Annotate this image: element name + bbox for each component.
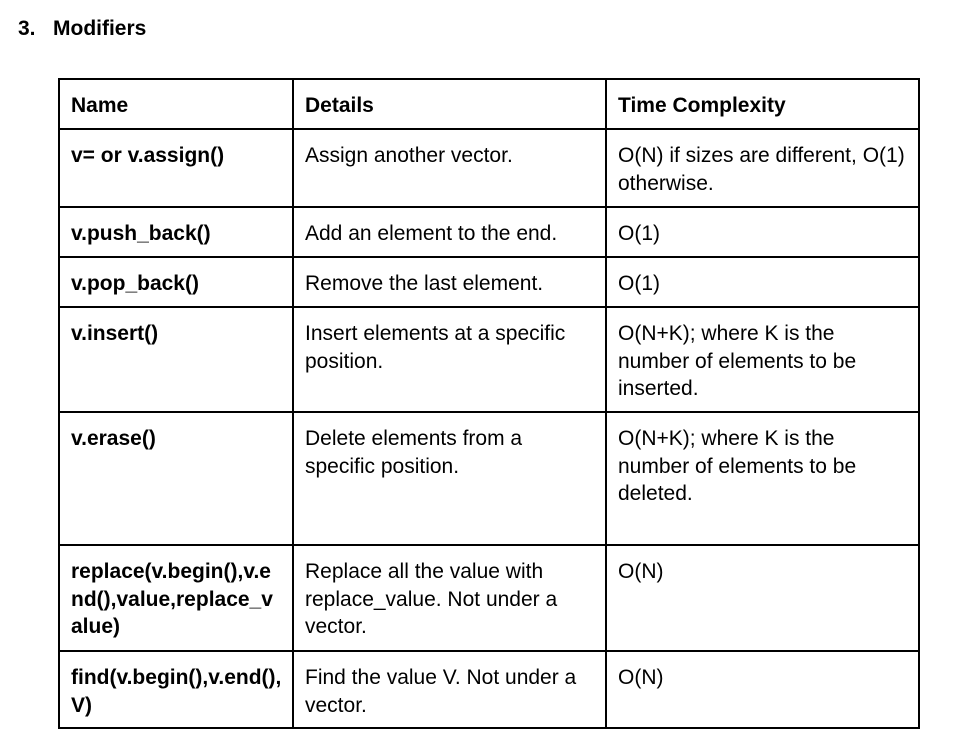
complexity-cell: O(N) [605, 544, 920, 652]
table-row: v.push_back() Add an element to the end.… [58, 206, 920, 258]
complexity-cell: O(1) [605, 206, 920, 258]
table-row: find(v.begin(),v.end(),V) Find the value… [58, 650, 920, 729]
name-cell: v.push_back() [58, 206, 294, 258]
complexity-cell: O(1) [605, 256, 920, 308]
header-details: Details [292, 78, 607, 130]
header-time-complexity: Time Complexity [605, 78, 920, 130]
name-cell: v= or v.assign() [58, 128, 294, 208]
complexity-cell: O(N+K); where K is the number of element… [605, 411, 920, 546]
table-row: v.erase() Delete elements from a specifi… [58, 411, 920, 546]
name-cell: v.pop_back() [58, 256, 294, 308]
section-heading: 3. Modifiers [18, 17, 146, 41]
name-cell: replace(v.begin(),v.end(),value,replace_… [58, 544, 294, 652]
details-cell: Remove the last element. [292, 256, 607, 308]
section-number: 3. [18, 17, 36, 40]
table-header-row: Name Details Time Complexity [58, 78, 920, 130]
details-cell: Replace all the value with replace_value… [292, 544, 607, 652]
details-cell: Insert elements at a specific position. [292, 306, 607, 413]
details-cell: Delete elements from a specific position… [292, 411, 607, 546]
header-name: Name [58, 78, 294, 130]
details-cell: Assign another vector. [292, 128, 607, 208]
name-cell: v.insert() [58, 306, 294, 413]
details-cell: Find the value V. Not under a vector. [292, 650, 607, 729]
table-row: v.insert() Insert elements at a specific… [58, 306, 920, 413]
section-title: Modifiers [53, 17, 147, 40]
table-row: v= or v.assign() Assign another vector. … [58, 128, 920, 208]
details-cell: Add an element to the end. [292, 206, 607, 258]
complexity-cell: O(N) if sizes are different, O(1) otherw… [605, 128, 920, 208]
modifiers-table: Name Details Time Complexity v= or v.ass… [58, 78, 920, 729]
table-row: replace(v.begin(),v.end(),value,replace_… [58, 544, 920, 652]
complexity-cell: O(N+K); where K is the number of element… [605, 306, 920, 413]
name-cell: v.erase() [58, 411, 294, 546]
name-cell: find(v.begin(),v.end(),V) [58, 650, 294, 729]
table-row: v.pop_back() Remove the last element. O(… [58, 256, 920, 308]
complexity-cell: O(N) [605, 650, 920, 729]
